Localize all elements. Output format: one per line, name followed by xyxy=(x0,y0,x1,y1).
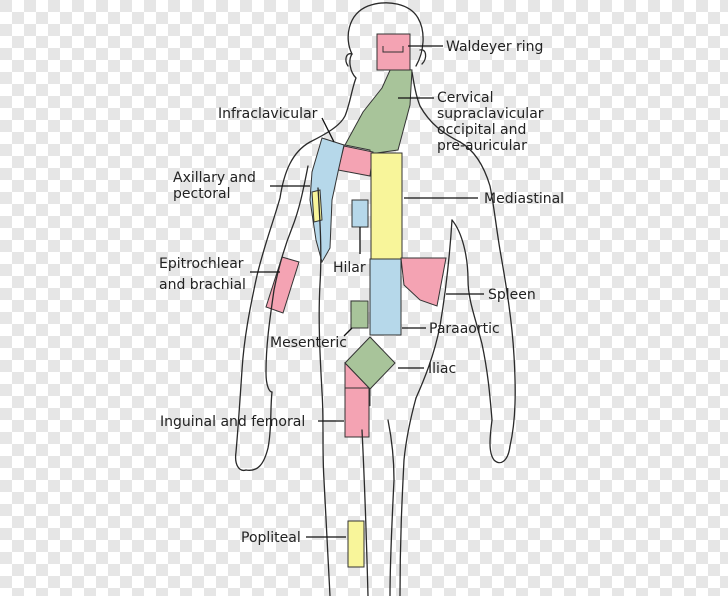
region-popliteal xyxy=(347,520,365,568)
label-waldeyer-ring: Waldeyer ring xyxy=(446,39,543,55)
labels: Waldeyer ring Cervical supraclavicular o… xyxy=(159,39,564,546)
region-paraaortic xyxy=(369,258,402,336)
label-cervical-line-1: Cervical xyxy=(437,90,494,106)
region-axillary-inner xyxy=(311,189,323,223)
leader-lines xyxy=(250,45,484,538)
region-inguinal xyxy=(344,387,370,438)
label-hilar: Hilar xyxy=(333,260,366,276)
region-spleen xyxy=(400,257,447,307)
label-axillary-line-2: pectoral xyxy=(173,186,230,202)
region-axillary xyxy=(309,137,345,264)
region-mediastinal xyxy=(370,152,403,260)
leader-infraclavicular xyxy=(321,117,335,143)
label-mesenteric: Mesenteric xyxy=(270,335,347,351)
leader-mesenteric xyxy=(343,327,353,337)
region-mesenteric xyxy=(350,300,369,329)
region-epitrochlear xyxy=(265,256,300,314)
label-spleen: Spleen xyxy=(488,287,536,303)
label-epitrochlear-line-2: and brachial xyxy=(159,277,246,293)
label-cervical-line-4: pre-auricular xyxy=(437,138,527,154)
label-popliteal: Popliteal xyxy=(241,530,301,546)
label-infraclavicular: Infraclavicular xyxy=(218,106,318,122)
label-paraaortic: Paraaortic xyxy=(429,321,500,337)
body-outline xyxy=(234,2,516,596)
region-hilar xyxy=(351,199,369,228)
label-iliac: Iliac xyxy=(428,361,456,377)
label-cervical-line-3: occipital and xyxy=(437,122,526,138)
label-mediastinal: Mediastinal xyxy=(484,191,564,207)
label-cervical-line-2: supraclavicular xyxy=(437,106,544,122)
label-axillary-line-1: Axillary and xyxy=(173,170,256,186)
label-inguinal-femoral: Inguinal and femoral xyxy=(160,414,305,430)
label-epitrochlear-line-1: Epitrochlear xyxy=(159,256,244,272)
waldeyer-mouth-icon xyxy=(382,46,404,53)
